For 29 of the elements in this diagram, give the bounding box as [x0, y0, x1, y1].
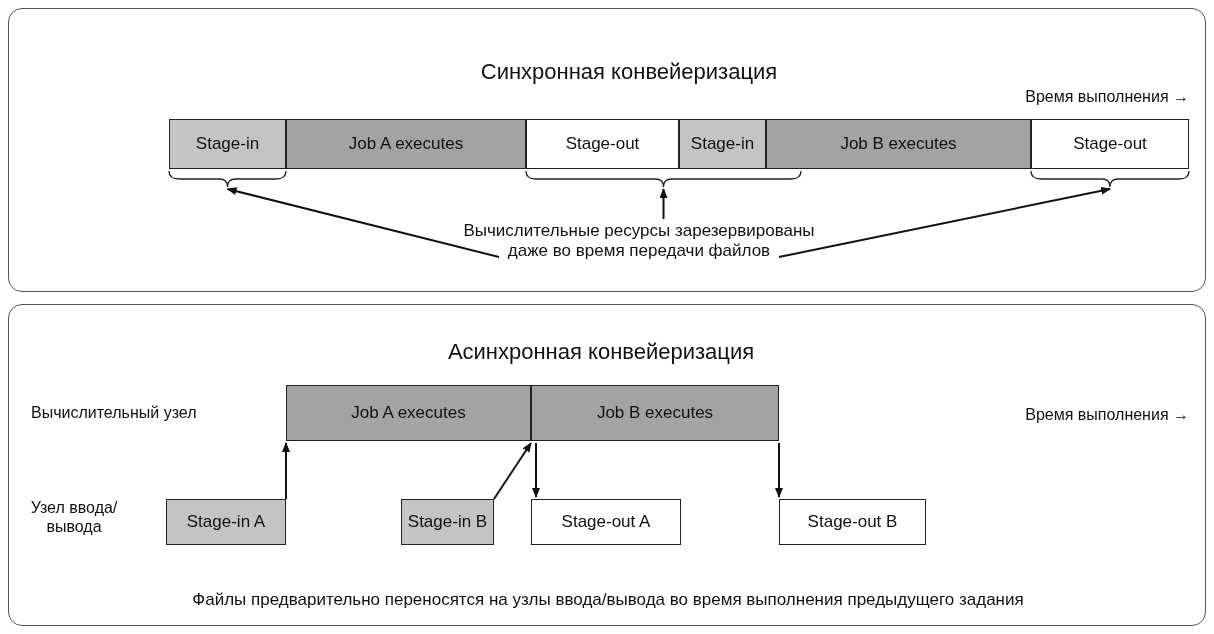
panel: [8, 304, 1206, 626]
note-text: Файлы предварительно переносятся на узлы ввода/вывода во время выполнения предыдущего задания: [191, 590, 1025, 609]
stage-out-bar: Stage-out: [526, 119, 679, 169]
arrow: [532, 442, 540, 498]
job-bar: Job B executes: [766, 119, 1031, 169]
stage-in-bar: Stage-in A: [166, 499, 286, 545]
job-bar: Job A executes: [286, 119, 526, 169]
panel: [8, 8, 1206, 292]
stage-in-bar: Stage-in: [679, 119, 766, 169]
stage-out-bar: Stage-out: [1031, 119, 1189, 169]
arrow: [778, 186, 1111, 258]
stage-out-bar: Stage-out B: [779, 499, 926, 545]
arrow: [775, 442, 783, 498]
panel-title: Асинхронная конвейеризация: [446, 339, 756, 365]
row-label: Вычислительный узел: [31, 403, 198, 422]
axis-label: Время выполнения →: [1024, 405, 1189, 424]
axis-label: Время выполнения →: [1024, 87, 1189, 106]
stage-in-bar: Stage-in B: [401, 499, 494, 545]
row-label: Узел ввода/вывода: [29, 498, 119, 536]
arrow: [659, 188, 668, 220]
arrow: [493, 442, 532, 500]
panel-title: Синхронная конвейеризация: [479, 59, 779, 85]
stage-out-bar: Stage-out A: [531, 499, 681, 545]
stage-in-bar: Stage-in: [169, 119, 286, 169]
job-bar: Job B executes: [531, 385, 779, 441]
note-text: Вычислительные ресурсы зарезервированы даже во время передачи файлов: [449, 221, 829, 265]
arrow: [282, 442, 290, 500]
arrow: [226, 187, 500, 258]
job-bar: Job A executes: [286, 385, 531, 441]
